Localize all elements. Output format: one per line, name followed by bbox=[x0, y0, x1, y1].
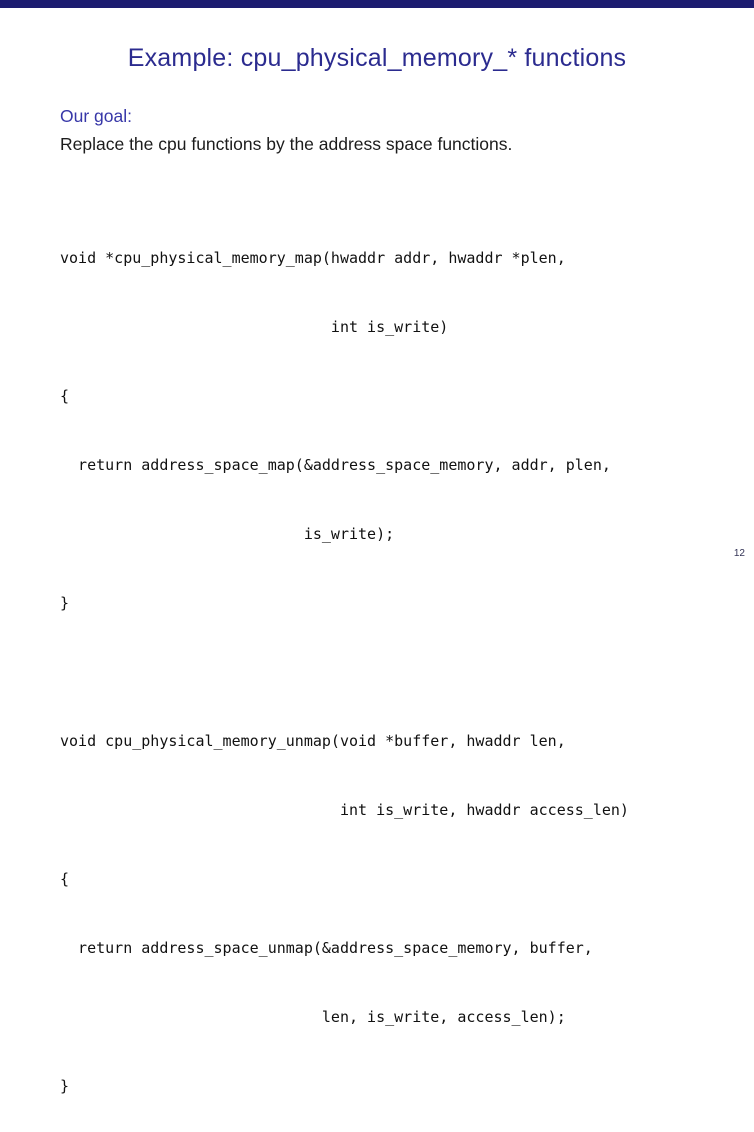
code-line: } bbox=[60, 594, 70, 612]
goal-text: Replace the cpu functions by the address… bbox=[60, 134, 513, 154]
code-line: int is_write, hwaddr access_len) bbox=[60, 801, 629, 819]
code-block-map: void *cpu_physical_memory_map(hwaddr add… bbox=[60, 201, 724, 661]
code-line: void *cpu_physical_memory_map(hwaddr add… bbox=[60, 249, 566, 267]
code-line: return address_space_map(&address_space_… bbox=[60, 456, 611, 474]
code-listing: void *cpu_physical_memory_map(hwaddr add… bbox=[60, 201, 724, 1132]
code-block-unmap: void cpu_physical_memory_unmap(void *buf… bbox=[60, 684, 724, 1132]
code-line: len, is_write, access_len); bbox=[60, 1008, 566, 1026]
slide-body: Our goal: Replace the cpu functions by t… bbox=[0, 106, 754, 1132]
code-line: } bbox=[60, 1077, 70, 1095]
code-line: int is_write) bbox=[60, 318, 449, 336]
code-line: { bbox=[60, 387, 70, 405]
code-line: void cpu_physical_memory_unmap(void *buf… bbox=[60, 732, 566, 750]
page-number: 12 bbox=[733, 548, 745, 559]
slide-title: Example: cpu_physical_memory_* functions bbox=[127, 44, 627, 72]
code-line: return address_space_unmap(&address_spac… bbox=[60, 939, 593, 957]
code-line: { bbox=[60, 870, 70, 888]
goal-label: Our goal: bbox=[60, 106, 132, 126]
code-line: is_write); bbox=[60, 525, 395, 543]
header-bar bbox=[0, 0, 754, 8]
